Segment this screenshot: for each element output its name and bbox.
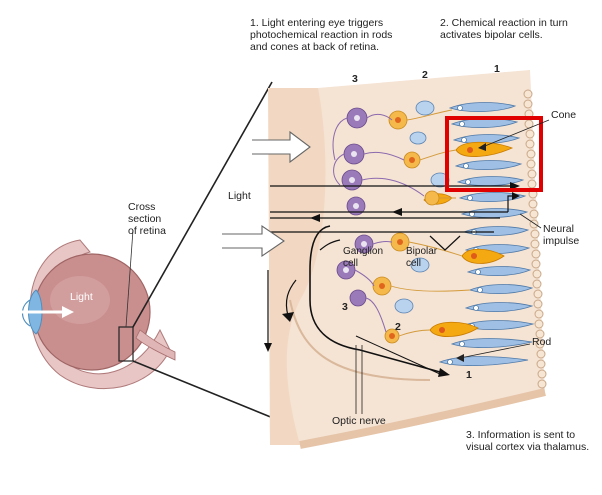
layer-number-bottom-1: 1 [466, 369, 472, 381]
retina-bottom-band [299, 388, 546, 449]
step3-caption-1: 3. Information is sent to [466, 429, 575, 441]
side-curve-arrow [285, 279, 297, 317]
eye-light-label: Light [70, 291, 93, 303]
ganglion-label-1: Ganglion [343, 246, 383, 257]
cone-label: Cone [551, 109, 576, 121]
layer-number-top-3: 3 [352, 73, 358, 85]
nerve-fiber-curve [289, 299, 431, 381]
ganglion-label-2: cell [343, 258, 358, 269]
light-arrow-1 [252, 130, 311, 164]
layer-number-top-1: 1 [494, 63, 500, 75]
retina-edge-shade [268, 88, 326, 445]
ganglion-nuclei [343, 115, 367, 273]
bipolar-nuclei [379, 117, 415, 339]
neural-pathway [309, 225, 441, 373]
signal-lines [264, 185, 518, 251]
bipolar-label-2: cell [406, 258, 421, 269]
neural-pathway-arrowhead [438, 368, 450, 377]
bipolar-connectors [390, 109, 471, 337]
cross-section-label-1: Cross [128, 201, 155, 213]
cross-section-pointer [125, 229, 134, 328]
layer-number-bottom-2: 2 [395, 321, 401, 333]
light-arrow-2 [222, 224, 285, 258]
optic-fiber-line [355, 335, 441, 375]
step1-caption-1: 1. Light entering eye triggers [250, 17, 383, 29]
neural-impulse-label-2: impulse [543, 235, 579, 247]
left-down-arrowhead [264, 343, 272, 352]
bipolar-label-1: Bipolar [406, 246, 438, 257]
ganglion-dendrites [332, 113, 425, 333]
zoom-line-top [132, 81, 273, 328]
bipolar-blue-cells [394, 100, 450, 314]
highlight-box [445, 116, 543, 192]
step1-caption-3: and cones at back of retina. [250, 41, 379, 53]
side-curve-arrowhead [282, 312, 294, 322]
eye-illustration: Light Cross section of retina [12, 201, 176, 390]
step3-caption-2: visual cortex via thalamus. [466, 441, 589, 453]
cone-leader-arrowhead [478, 143, 486, 151]
neural-impulse-label-1: Neural [543, 223, 574, 235]
step2-caption-2: activates bipolar cells. [440, 29, 543, 41]
layer-number-bottom-3: 3 [342, 301, 348, 313]
rod-leader-arrowhead [456, 354, 464, 362]
cone-nuclei [439, 147, 477, 333]
rod-cells [438, 102, 535, 367]
optic-nerve-label: Optic nerve [332, 415, 386, 427]
cross-section-label-2: section [128, 213, 161, 225]
optic-nerve-eye [135, 329, 176, 361]
retina-section: Light [222, 70, 547, 449]
rod-leader [459, 343, 531, 359]
step1-caption-2: photochemical reaction in rods [250, 29, 392, 41]
rod-label: Rod [532, 336, 551, 348]
light-label: Light [228, 190, 251, 202]
neural-impulse-leader [519, 213, 542, 229]
step2-caption-1: 2. Chemical reaction in turn [440, 17, 568, 29]
cone-leader [479, 119, 550, 149]
layer-number-top-2: 2 [422, 69, 428, 81]
eye-light-arrow-head [62, 306, 74, 318]
cross-section-label-3: of retina [128, 225, 166, 237]
